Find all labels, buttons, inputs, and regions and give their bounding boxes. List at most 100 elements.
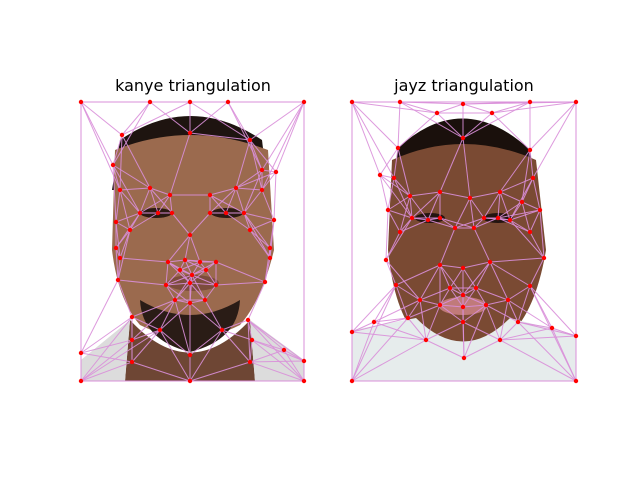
left-mesh-edge (119, 257, 169, 263)
left-mesh-edge (165, 284, 176, 301)
right-mesh-edge (491, 101, 531, 114)
right-mesh-edge (449, 267, 464, 289)
left-mesh-edge (247, 319, 305, 362)
left-landmark-point (259, 187, 265, 193)
left-mesh-edge (235, 139, 251, 189)
left-mesh-edge (115, 221, 131, 231)
left-mesh-edge (174, 299, 191, 356)
left-landmark-point (187, 352, 193, 358)
right-landmark-point (460, 265, 466, 271)
right-mesh-edge (395, 284, 409, 319)
right-mesh-edge (399, 101, 464, 139)
right-landmark-point (460, 319, 466, 325)
right-landmark-point (460, 101, 466, 107)
right-landmark-point (447, 285, 453, 291)
right-mesh-edge (411, 191, 441, 219)
right-mesh-edge (399, 101, 464, 105)
right-mesh-edge (399, 101, 438, 114)
right-mesh-edge (517, 321, 577, 382)
right-landmark-point (537, 207, 543, 213)
right-mesh-edge (462, 287, 477, 296)
right-mesh-edge (521, 201, 541, 211)
right-landmark-point (452, 225, 458, 231)
left-mesh-edge (112, 164, 151, 189)
left-landmark-point (187, 378, 193, 384)
left-mesh-edge (221, 329, 251, 363)
left-mesh-edge (189, 329, 223, 356)
right-mesh-edge (475, 287, 509, 301)
left-mesh-edge (191, 261, 201, 276)
left-mesh-edge (115, 221, 121, 259)
left-mesh-edge (169, 194, 173, 214)
right-mesh-edge (529, 101, 577, 151)
right-mesh-edge (454, 217, 485, 229)
left-mesh-edge (119, 187, 151, 191)
left-mesh-edge (121, 101, 191, 136)
left-mesh-edge (80, 316, 133, 354)
left-mesh-edge (129, 212, 159, 231)
left-mesh-edge (184, 234, 191, 261)
right-mesh-edge (489, 261, 531, 287)
left-landmark-point (189, 272, 195, 278)
left-landmark-point (117, 255, 123, 261)
right-mesh-edge (539, 209, 545, 259)
left-mesh-edge (189, 302, 223, 331)
left-landmark-point (213, 259, 219, 265)
left-mesh-edge (189, 269, 207, 284)
left-panel-title: kanye triangulation (115, 76, 271, 95)
right-mesh-edge (499, 191, 523, 203)
right-mesh-edge (439, 287, 451, 306)
right-landmark-point (527, 229, 533, 235)
left-mesh-edge (131, 299, 176, 318)
left-landmark-point (202, 297, 208, 303)
right-landmark-point (407, 193, 413, 199)
left-mesh-edge (221, 329, 253, 341)
right-mesh-edge (509, 177, 534, 221)
right-mesh-edge (463, 304, 487, 359)
right-mesh-edge (491, 112, 531, 151)
left-mesh-edge (117, 229, 131, 281)
left-landmark-point (267, 255, 273, 261)
left-mesh-edge (247, 319, 253, 341)
right-landmark-point (541, 255, 547, 261)
right-mesh-edge (462, 304, 487, 323)
left-mesh-edge (235, 187, 263, 191)
right-mesh-edge (529, 285, 577, 337)
left-mesh-edge (189, 132, 251, 141)
right-mesh-edge (439, 294, 464, 306)
right-mesh-edge (439, 264, 464, 296)
left-landmark-point (182, 257, 188, 263)
left-mesh-edge (249, 229, 271, 249)
right-mesh-edge (462, 294, 487, 306)
right-mesh-edge (532, 177, 541, 211)
right-mesh-edge (439, 191, 471, 199)
right-landmark-point (437, 215, 443, 221)
left-landmark-point (113, 219, 119, 225)
right-mesh-edge (425, 321, 464, 341)
left-mesh-edge (80, 101, 123, 136)
left-landmark-point (203, 267, 209, 273)
left-landmark-point (233, 185, 239, 191)
right-mesh-edge (529, 231, 545, 259)
right-mesh-edge (462, 267, 477, 289)
left-mesh-edge (225, 212, 251, 231)
right-mesh-edge (439, 304, 464, 308)
left-mesh-edge (261, 171, 277, 191)
left-mesh-edge (249, 139, 277, 173)
right-mesh-edge (351, 101, 399, 149)
left-mesh-edge (167, 234, 191, 263)
left-mesh-edge (247, 319, 251, 363)
right-landmark-point (473, 285, 479, 291)
right-mesh-edge (351, 321, 375, 333)
left-mesh-edge (249, 360, 305, 363)
left-landmark-point (177, 267, 183, 273)
left-mesh-edge (249, 349, 285, 363)
right-mesh-edge (462, 321, 501, 341)
left-mesh-edge (249, 101, 305, 141)
right-mesh-edge (425, 304, 441, 341)
left-landmark-point (223, 210, 229, 216)
left-mesh-edge (247, 319, 305, 382)
right-mesh-edge (517, 321, 577, 337)
right-landmark-point (505, 297, 511, 303)
left-mesh-edge (189, 101, 229, 134)
